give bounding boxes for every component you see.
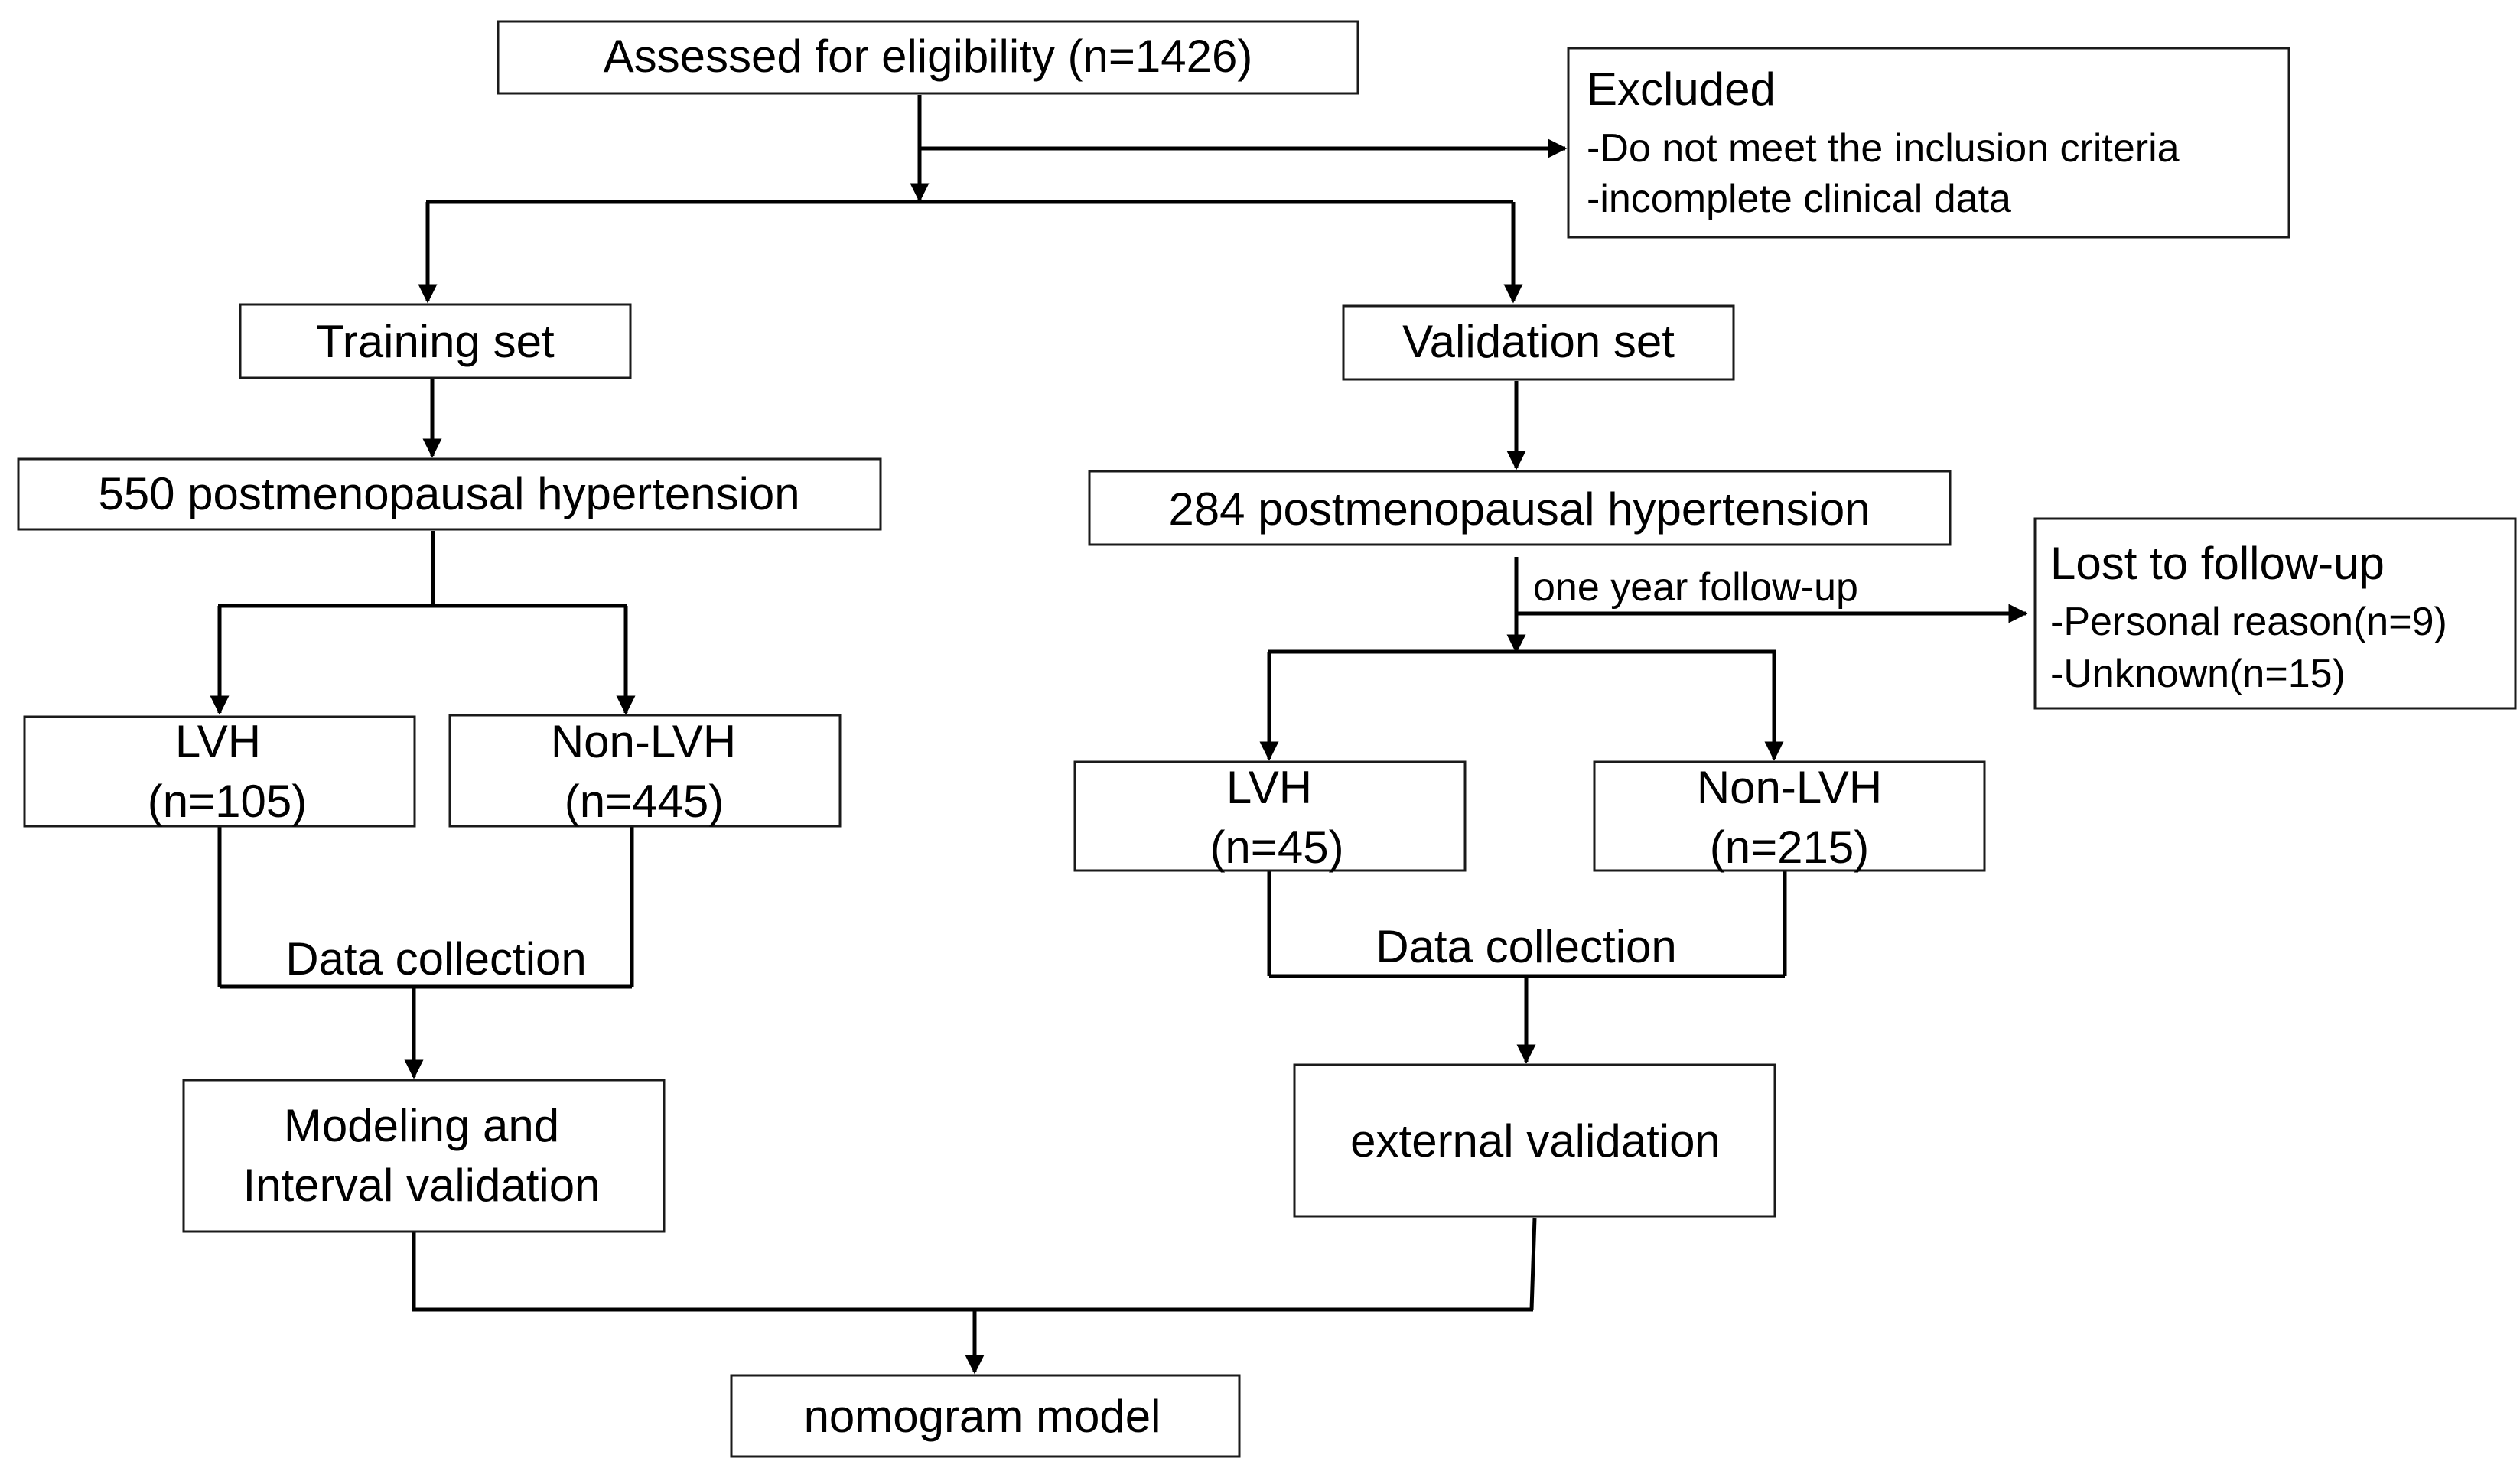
training-lvh-box (23, 715, 416, 828)
external-validation-box (1293, 1063, 1776, 1218)
lost-title: Lost to follow-up (2050, 538, 2385, 589)
followup-label: one year follow-up (1533, 565, 1858, 610)
excluded-title: Excluded (1587, 63, 1776, 115)
validation-set-label: Validation set (1402, 316, 1675, 367)
validation-lvh-count: (n=45) (1210, 822, 1343, 873)
validation-non-lvh-count: (n=215) (1710, 822, 1869, 873)
validation-cohort-box (1088, 470, 1952, 546)
connectors (210, 95, 2028, 1375)
nomogram-box (730, 1374, 1241, 1458)
boxes (17, 20, 2517, 1458)
training-cohort-box (17, 457, 882, 531)
training-non-lvh-name: Non-LVH (551, 716, 736, 767)
training-non-lvh-box (448, 714, 842, 828)
modeling-box (182, 1079, 666, 1233)
labels: Assessed for eligibility (n=1426) Exclud… (98, 31, 2447, 1442)
excluded-reason: -incomplete clinical data (1587, 177, 2011, 221)
excluded-box (1567, 47, 2290, 239)
validation-lvh-box (1073, 760, 1467, 872)
assessed-box (497, 20, 1359, 95)
training-collection-label: Data collection (285, 933, 587, 984)
validation-set-box (1342, 304, 1735, 381)
modeling-label: Modeling and (284, 1100, 559, 1151)
modeling-label: Interval validation (243, 1160, 601, 1211)
training-set-box (239, 303, 632, 379)
validation-collection-label: Data collection (1376, 921, 1677, 972)
connector-external-down (1529, 1217, 1537, 1310)
validation-non-lvh-box (1593, 760, 1986, 872)
external-validation-label: external validation (1350, 1115, 1721, 1167)
training-lvh-count: (n=105) (148, 776, 307, 827)
validation-lvh-name: LVH (1226, 762, 1312, 813)
excluded-reason: -Do not meet the inclusion criteria (1587, 126, 2180, 171)
validation-cohort-label: 284 postmenopausal hypertension (1168, 483, 1870, 535)
nomogram-label: nomogram model (804, 1391, 1161, 1442)
lost-reason: -Unknown(n=15) (2050, 652, 2346, 696)
training-lvh-name: LVH (175, 716, 261, 767)
assessed-label: Assessed for eligibility (n=1426) (604, 31, 1253, 82)
lost-reason: -Personal reason(n=9) (2050, 600, 2447, 644)
lost-box (2033, 517, 2517, 710)
training-set-label: Training set (316, 316, 555, 367)
training-cohort-label: 550 postmenopausal hypertension (98, 468, 799, 519)
training-non-lvh-count: (n=445) (565, 776, 724, 827)
validation-non-lvh-name: Non-LVH (1697, 762, 1882, 813)
